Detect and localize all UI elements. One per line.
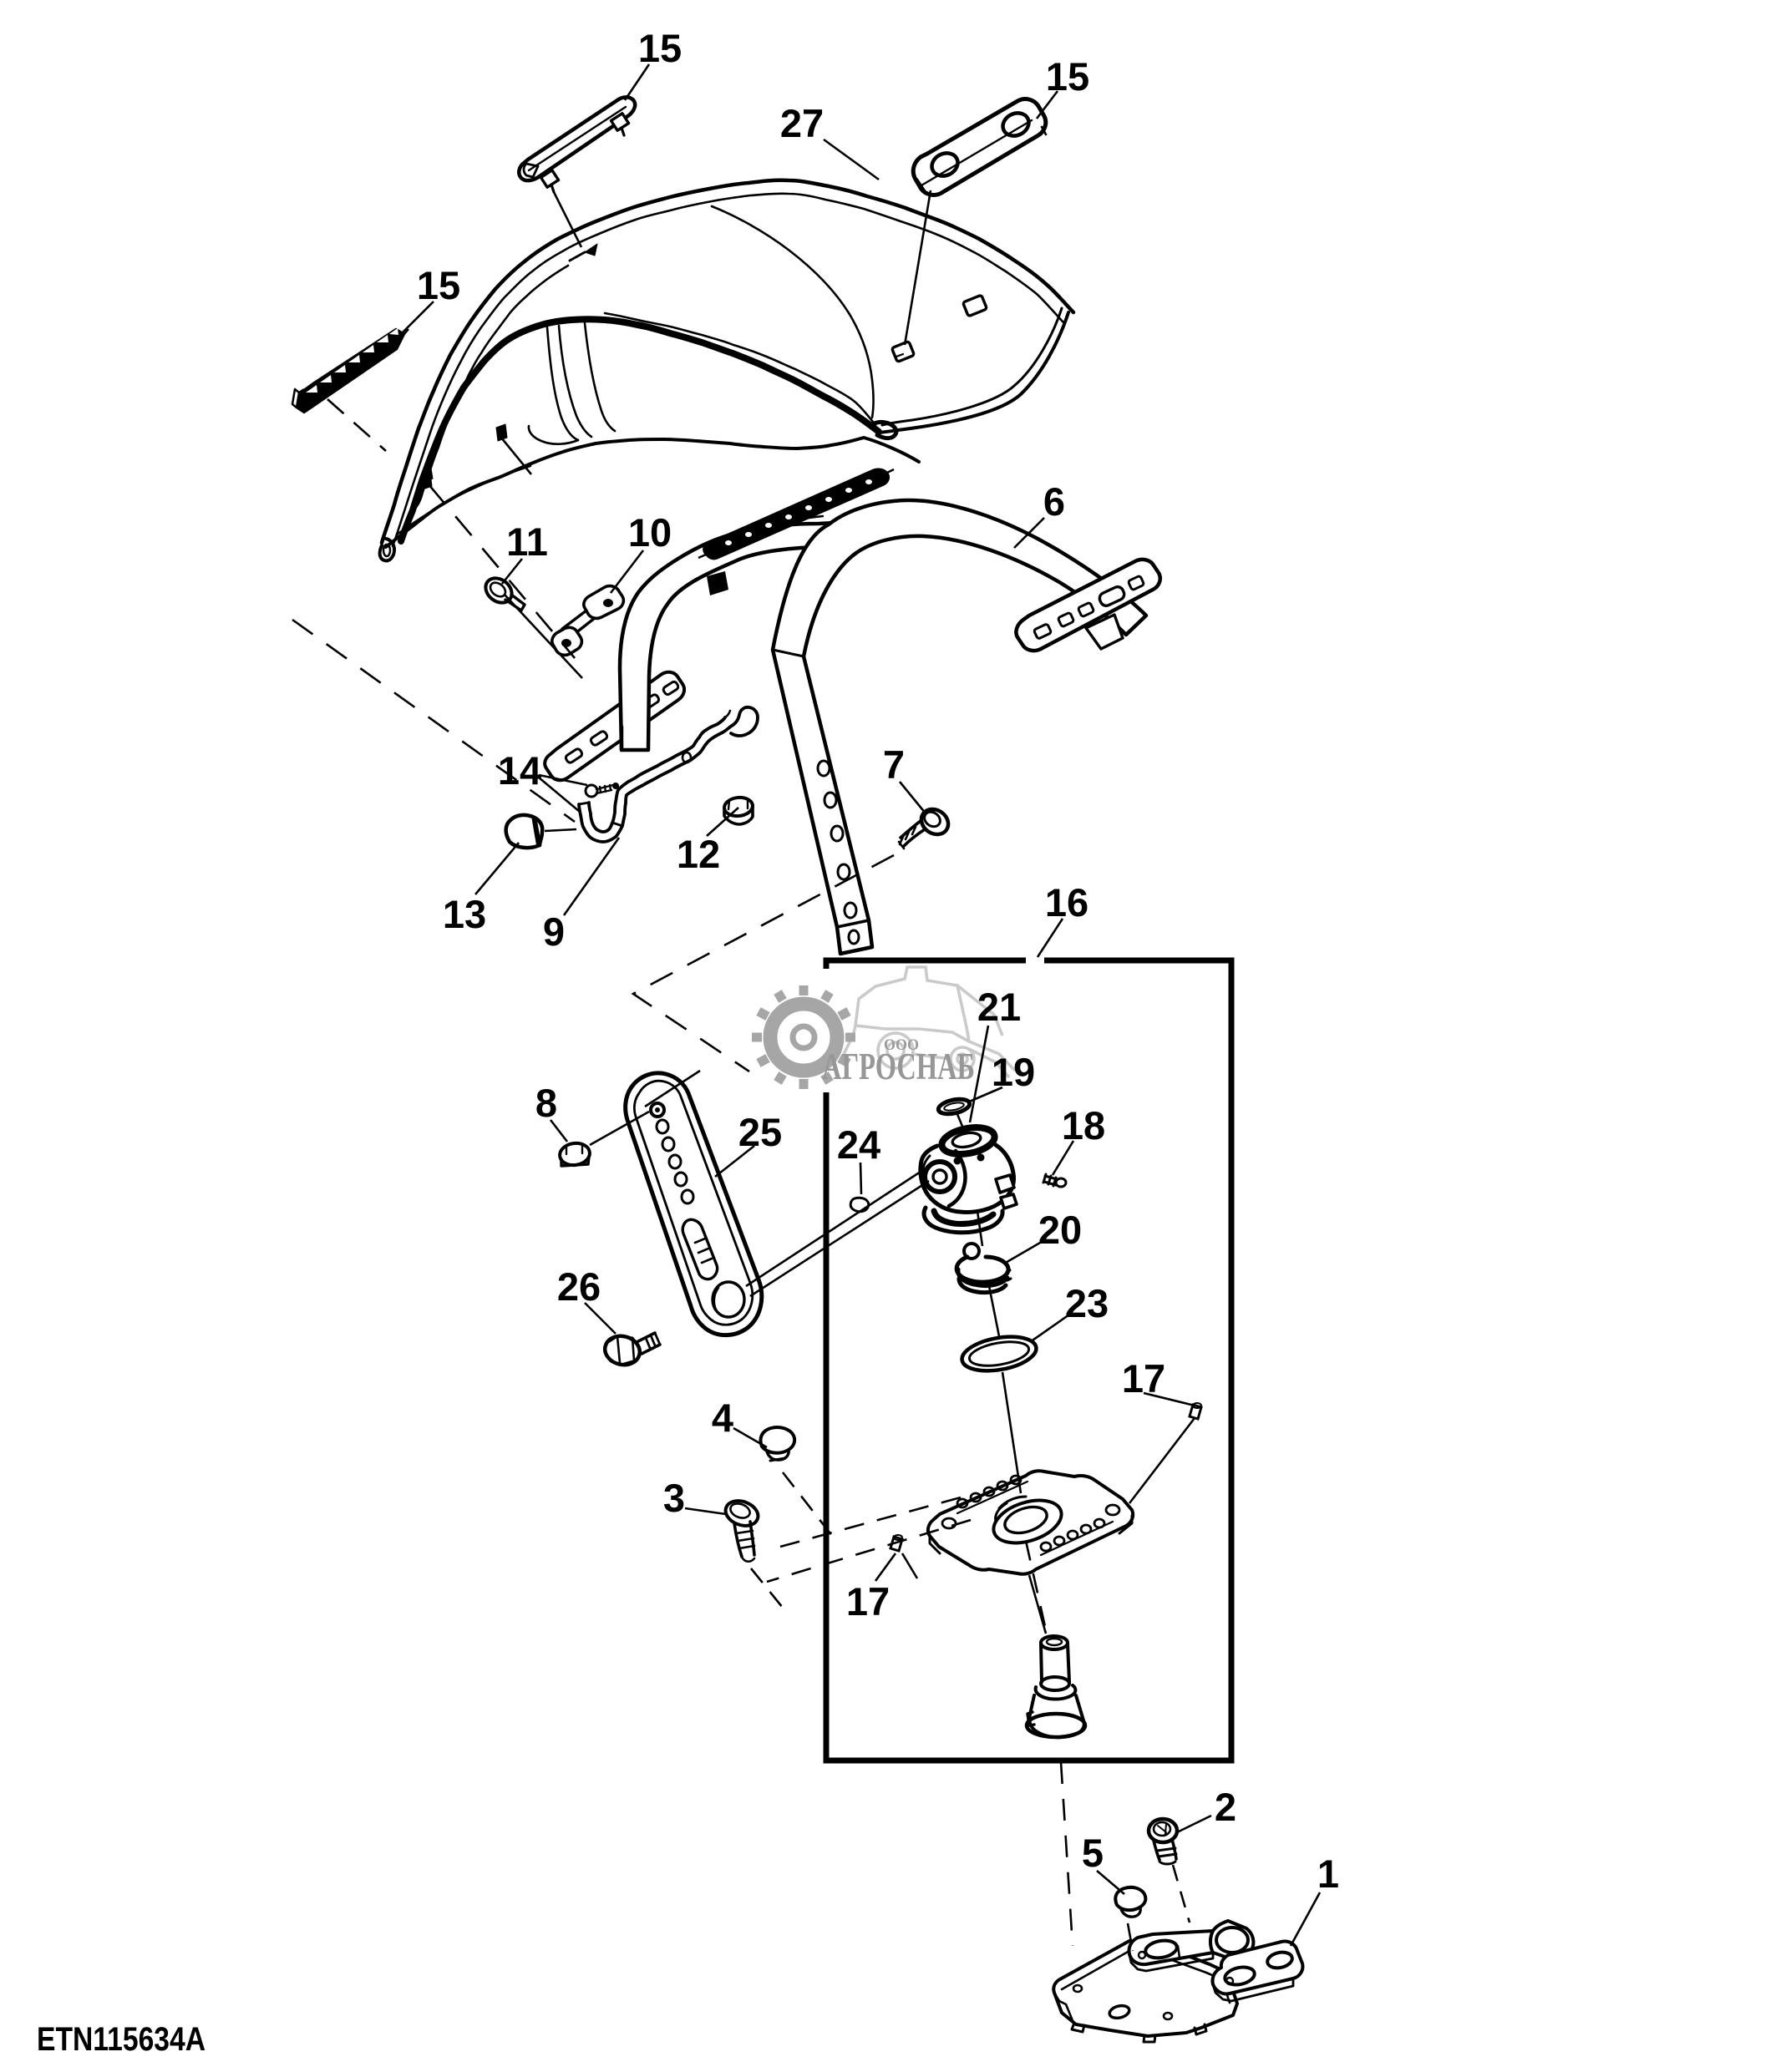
- svg-text:26: 26: [557, 1264, 601, 1309]
- svg-text:6: 6: [1043, 479, 1065, 524]
- svg-text:18: 18: [1062, 1103, 1105, 1147]
- svg-text:23: 23: [1065, 1281, 1109, 1325]
- svg-text:17: 17: [846, 1579, 890, 1624]
- svg-text:АГРОСНАБ: АГРОСНАБ: [822, 1046, 975, 1087]
- svg-text:4: 4: [712, 1396, 733, 1440]
- svg-text:15: 15: [1046, 54, 1089, 99]
- svg-text:9: 9: [543, 909, 565, 954]
- svg-text:25: 25: [738, 1110, 782, 1154]
- svg-text:20: 20: [1038, 1208, 1082, 1252]
- svg-text:17: 17: [1122, 1356, 1165, 1401]
- svg-text:15: 15: [638, 26, 682, 70]
- svg-text:3: 3: [663, 1476, 685, 1520]
- svg-text:2: 2: [1215, 1785, 1236, 1829]
- svg-text:7: 7: [883, 742, 905, 787]
- svg-text:14: 14: [498, 748, 541, 793]
- svg-text:1: 1: [1317, 1852, 1339, 1896]
- svg-text:24: 24: [837, 1122, 880, 1167]
- svg-text:5: 5: [1082, 1831, 1104, 1875]
- svg-text:10: 10: [628, 510, 672, 555]
- svg-text:12: 12: [677, 832, 720, 876]
- svg-text:16: 16: [1045, 880, 1088, 925]
- svg-text:ETN115634A: ETN115634A: [37, 2021, 206, 2058]
- svg-text:13: 13: [443, 892, 486, 936]
- svg-text:8: 8: [535, 1081, 557, 1125]
- svg-text:15: 15: [417, 263, 460, 307]
- svg-text:21: 21: [977, 985, 1021, 1029]
- svg-text:19: 19: [992, 1050, 1035, 1094]
- svg-text:11: 11: [506, 519, 548, 564]
- svg-text:ООО: ООО: [884, 1036, 919, 1054]
- svg-text:27: 27: [780, 101, 824, 145]
